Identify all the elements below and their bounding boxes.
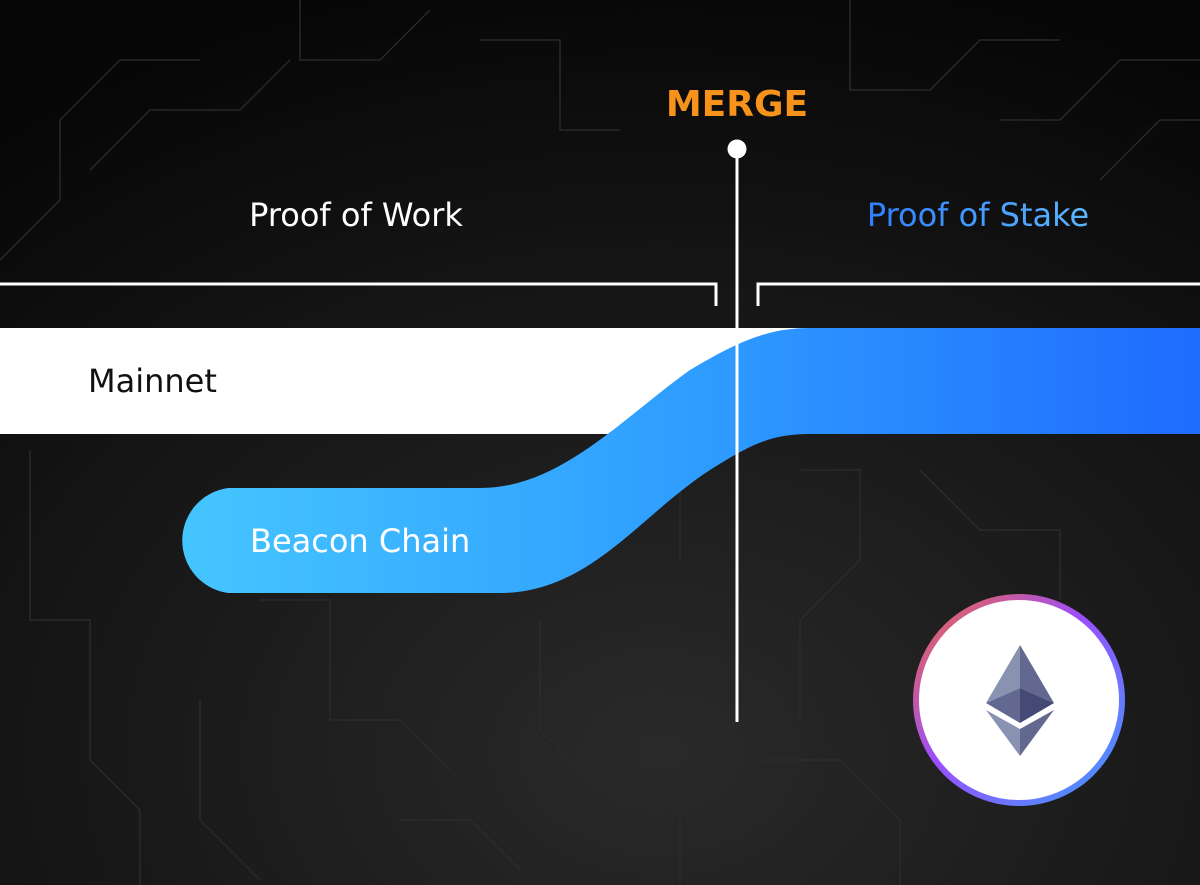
proof-of-work-bracket	[0, 282, 718, 306]
ethereum-logo	[913, 594, 1125, 806]
proof-of-stake-bracket	[756, 282, 1200, 306]
proof-of-stake-label: Proof of Stake	[867, 196, 1089, 234]
mainnet-label: Mainnet	[88, 362, 217, 400]
merge-point	[727, 139, 747, 159]
merge-label: MERGE	[666, 84, 808, 125]
proof-of-work-label: Proof of Work	[249, 196, 463, 234]
beacon-chain-ribbon	[182, 328, 1200, 593]
ethereum-icon	[986, 645, 1054, 756]
beacon-chain-label: Beacon Chain	[250, 522, 470, 560]
